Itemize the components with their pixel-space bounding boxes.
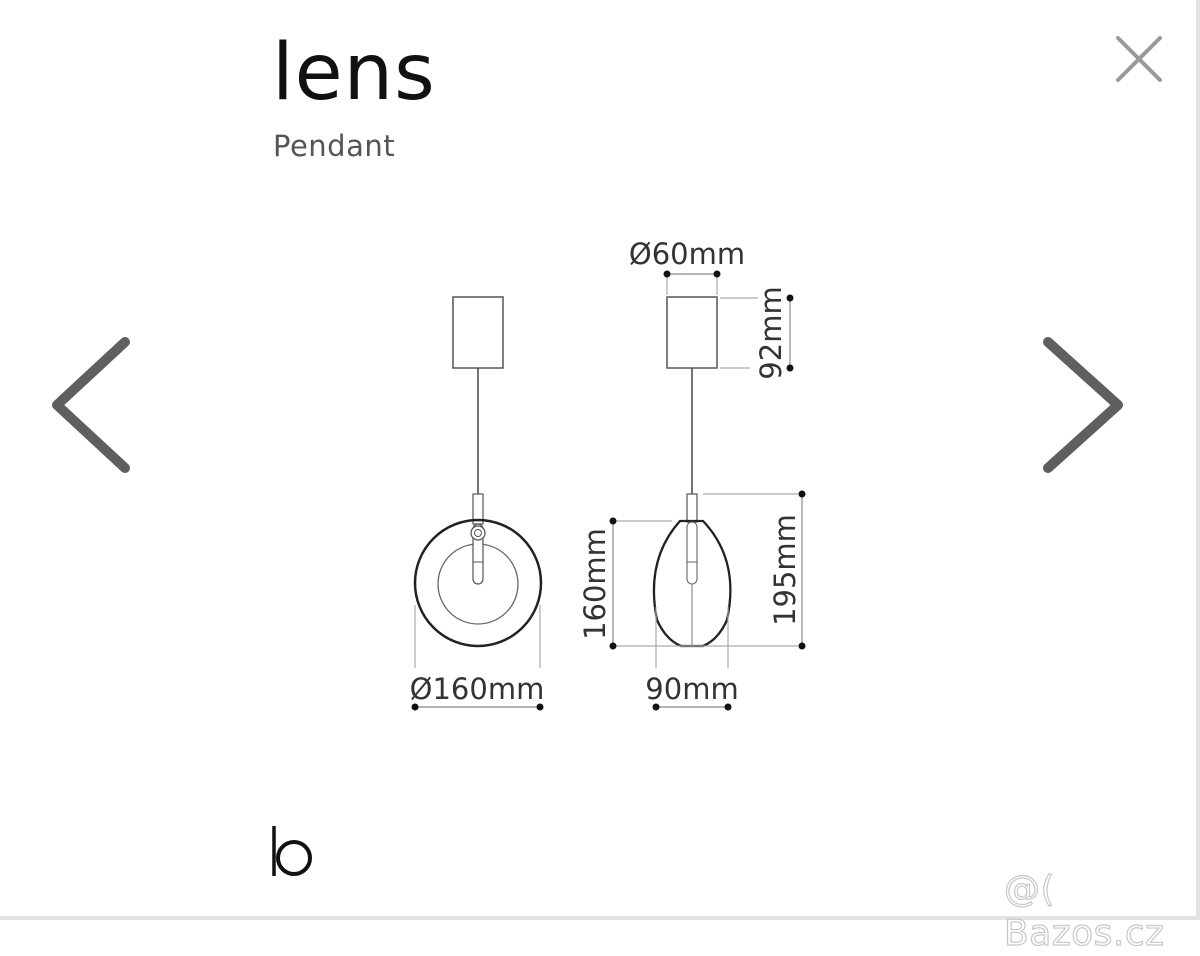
side-canopy-shape: [666, 296, 718, 369]
brand-logo: [268, 822, 318, 878]
next-image-button[interactable]: [1030, 330, 1140, 490]
shade-depth-label: 90mm: [645, 672, 738, 706]
canopy-height-label: 92mm: [754, 286, 788, 379]
chevron-left-icon: [52, 337, 130, 473]
close-button[interactable]: [1110, 30, 1170, 90]
total-height-label: 195mm: [768, 514, 802, 626]
side-shade-shape: [652, 519, 732, 648]
chevron-right-icon: [1043, 337, 1123, 473]
canopy-diameter-label: Ø60mm: [629, 237, 745, 271]
front-shade-outer: [413, 518, 543, 648]
front-diameter-label: Ø160mm: [410, 672, 545, 706]
side-view: [609, 270, 806, 711]
product-title: lens: [272, 28, 436, 118]
front-shade-inner: [437, 543, 519, 625]
brand-b-logo-icon: [272, 826, 312, 876]
previous-image-button[interactable]: [35, 330, 145, 490]
watermark-text: @( Bazos.cz: [1003, 868, 1165, 954]
product-subtitle: Pendant: [273, 129, 396, 163]
front-view: [411, 296, 544, 711]
dimension-drawing: Ø160mm: [410, 237, 806, 711]
shade-height-label: 160mm: [578, 528, 612, 640]
front-canopy-shape: [452, 296, 504, 369]
close-icon: [1116, 36, 1162, 82]
